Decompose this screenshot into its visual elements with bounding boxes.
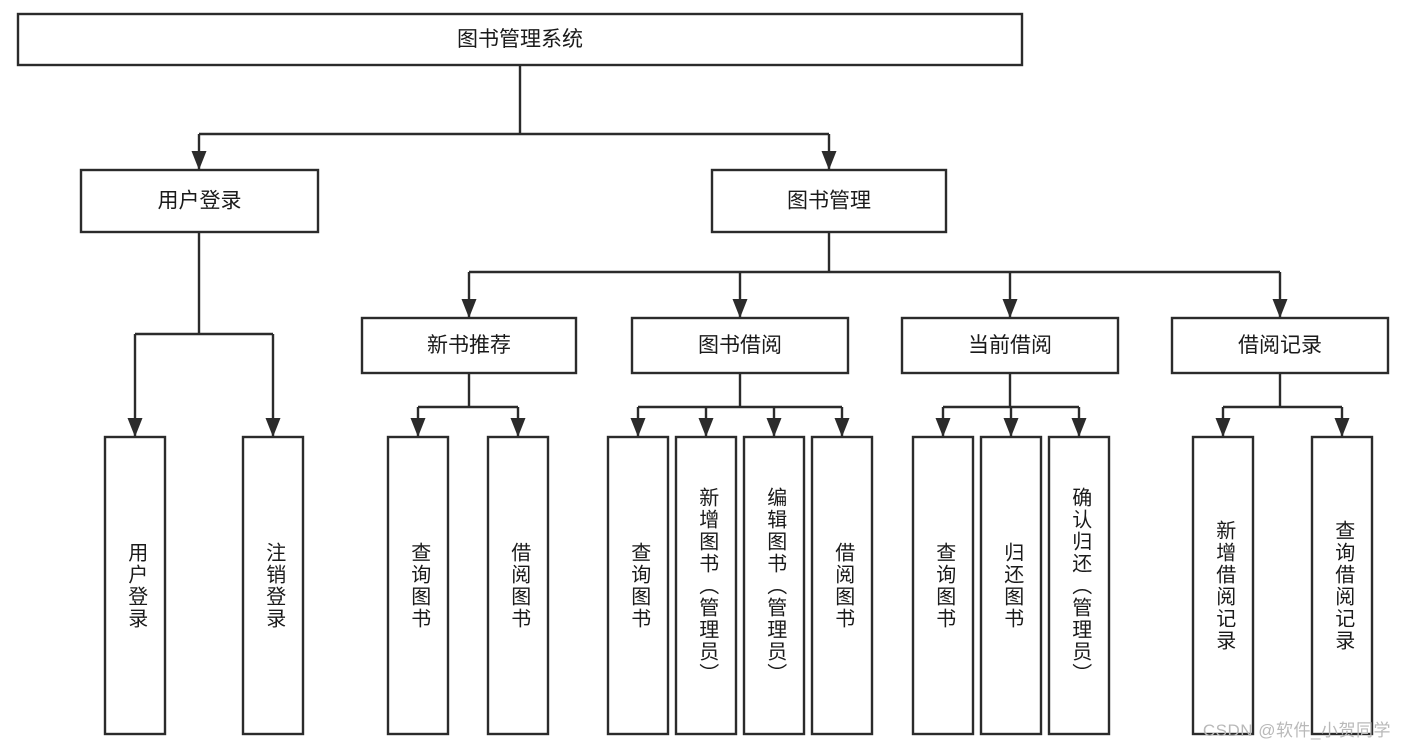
node-book-manage-box[interactable] — [710, 168, 948, 234]
node-user-login-label: 用户登录 — [158, 190, 242, 213]
arrow-book-borrow-leaf-2 — [766, 418, 782, 437]
arrow-current-borrow-leaf-0 — [935, 418, 951, 437]
root-node-label: 图书管理系统 — [457, 28, 583, 51]
node-leaf-query-book-recommend-box[interactable] — [386, 435, 450, 736]
node-new-book-recommend-box[interactable] — [360, 316, 578, 375]
root-node-box[interactable] — [16, 12, 1024, 67]
node-leaf-borrow-book-box[interactable] — [810, 435, 874, 736]
arrow-to-current-borrow — [1002, 299, 1018, 318]
node-leaf-borrow-book-recommend-box[interactable] — [486, 435, 550, 736]
node-book-borrow-label: 图书借阅 — [698, 334, 782, 357]
node-book-manage-label: 图书管理 — [787, 190, 871, 213]
node-current-borrow-label: 当前借阅 — [968, 334, 1052, 357]
node-leaf-query-record-box[interactable] — [1310, 435, 1374, 736]
node-leaf-edit-book-box[interactable] — [742, 435, 806, 736]
node-leaf-logout-box[interactable] — [241, 435, 305, 736]
arrow-to-new-book-recommend — [461, 299, 477, 318]
arrow-to-borrow-record — [1272, 299, 1288, 318]
node-new-book-recommend-label: 新书推荐 — [427, 334, 511, 357]
node-leaf-query-book-borrow-box[interactable] — [606, 435, 670, 736]
arrow-current-borrow-leaf-1 — [1003, 418, 1019, 437]
node-leaf-add-record-box[interactable] — [1191, 435, 1255, 736]
node-borrow-record-box[interactable] — [1170, 316, 1390, 375]
arrow-new-book-recommend-leaf-1 — [510, 418, 526, 437]
node-leaf-add-book-box[interactable] — [674, 435, 738, 736]
arrow-to-user-login — [191, 151, 207, 170]
arrow-new-book-recommend-leaf-0 — [410, 418, 426, 437]
arrow-book-borrow-leaf-3 — [834, 418, 850, 437]
arrow-user-login-leaf-0 — [127, 418, 143, 437]
arrow-current-borrow-leaf-2 — [1071, 418, 1087, 437]
arrow-to-book-borrow — [732, 299, 748, 318]
node-leaf-user-login-box[interactable] — [103, 435, 167, 736]
arrow-book-borrow-leaf-0 — [630, 418, 646, 437]
node-borrow-record-label: 借阅记录 — [1238, 334, 1322, 357]
box-layer — [16, 12, 1390, 736]
watermark-text: CSDN @软件_小贺同学 — [1202, 721, 1391, 740]
node-current-borrow-box[interactable] — [900, 316, 1120, 375]
arrow-user-login-leaf-1 — [265, 418, 281, 437]
node-book-borrow-box[interactable] — [630, 316, 850, 375]
node-leaf-query-book-current-box[interactable] — [911, 435, 975, 736]
node-user-login-box[interactable] — [79, 168, 320, 234]
arrow-borrow-record-leaf-0 — [1215, 418, 1231, 437]
arrow-borrow-record-leaf-1 — [1334, 418, 1350, 437]
node-leaf-confirm-return-box[interactable] — [1047, 435, 1111, 736]
connector-layer — [127, 65, 1350, 437]
arrow-book-borrow-leaf-1 — [698, 418, 714, 437]
node-leaf-return-book-box[interactable] — [979, 435, 1043, 736]
arrow-to-book-manage — [821, 151, 837, 170]
